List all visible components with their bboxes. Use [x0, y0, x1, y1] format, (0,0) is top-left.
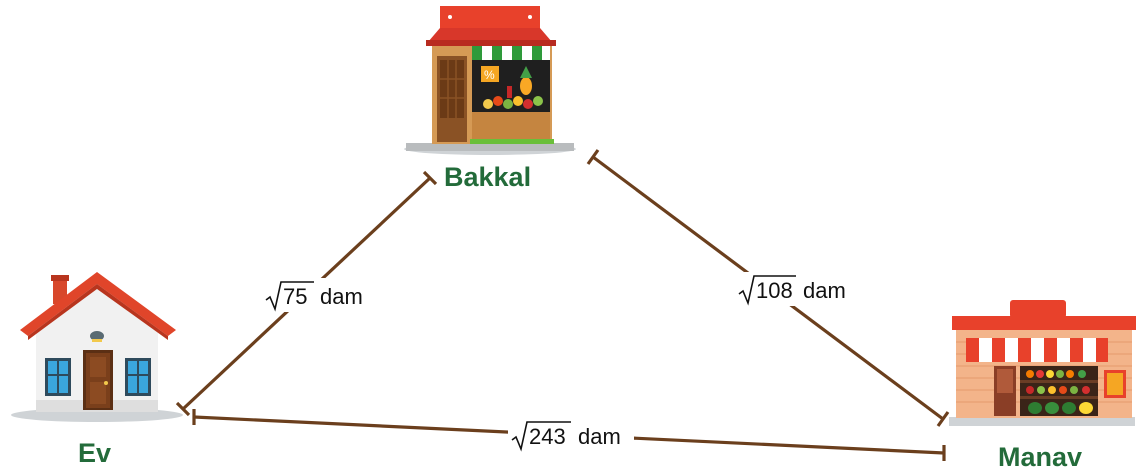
house-icon — [11, 272, 183, 422]
radicand: 243 — [529, 424, 566, 449]
distance-label-home-grocery: 75 dam — [262, 278, 374, 312]
greengrocer-store-icon — [949, 300, 1136, 426]
unit: dam — [578, 424, 621, 449]
grocery-label: Bakkal — [444, 162, 531, 192]
greengrocer-label: Manav — [998, 442, 1082, 472]
home-label: Ev — [78, 438, 111, 468]
radicand: 108 — [756, 278, 793, 303]
unit: dam — [803, 278, 846, 303]
square-root-sign — [511, 421, 571, 452]
distance-label-grocery-greengrocer: 108 dam — [735, 272, 853, 306]
distance-label-home-greengrocer: 243 dam — [508, 418, 634, 454]
square-root-sign — [738, 275, 796, 306]
unit: dam — [320, 284, 363, 309]
grocery-store-icon: % — [404, 6, 576, 155]
svg-text:%: % — [484, 68, 495, 82]
radicand: 75 — [283, 284, 307, 309]
square-root-sign — [265, 281, 314, 312]
